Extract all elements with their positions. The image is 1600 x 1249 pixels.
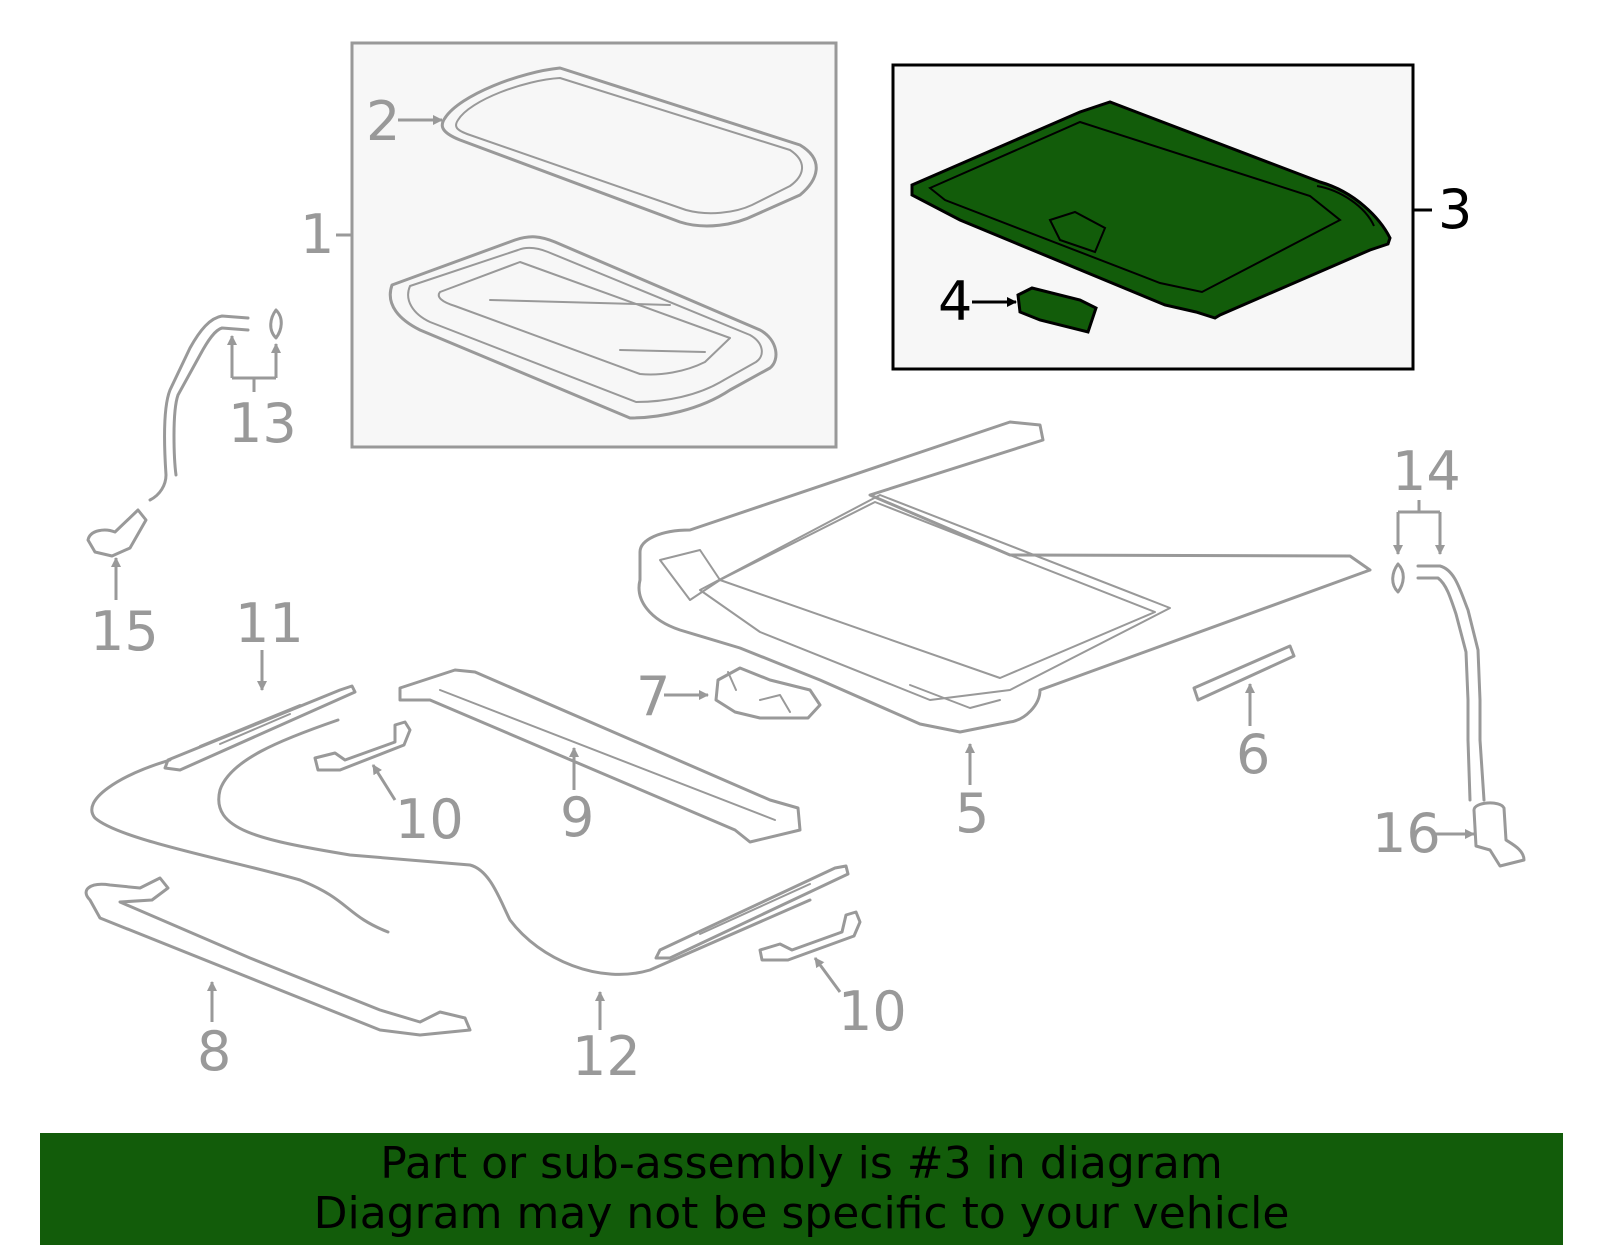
front-rail-part	[398, 668, 802, 844]
callout-1: 1	[300, 203, 334, 266]
banner-line-2: Diagram may not be specific to your vehi…	[313, 1188, 1290, 1239]
callout-4: 4	[938, 270, 972, 333]
callout-16: 16	[1372, 802, 1441, 865]
drive-cable-part	[90, 718, 812, 976]
deflector-part	[84, 876, 472, 1037]
banner-line-1: Part or sub-assembly is #3 in diagram	[380, 1138, 1223, 1189]
callout-7: 7	[636, 665, 670, 728]
callout-8: 8	[197, 1020, 231, 1083]
sunroof-frame-part	[637, 420, 1372, 734]
callout-11: 11	[235, 592, 304, 655]
parts-diagram: 1 2 3 4 5 6 7 9	[84, 41, 1526, 1088]
glass-assembly-box	[350, 41, 838, 449]
callout-2: 2	[366, 90, 400, 153]
callout-10-upper: 10	[395, 788, 464, 851]
sunshade-handle-part	[1016, 286, 1098, 334]
callout-6: 6	[1236, 723, 1270, 786]
drain-hose-right-part	[1391, 562, 1526, 868]
motor-part	[714, 666, 822, 720]
callout-13: 13	[228, 392, 297, 455]
callout-5: 5	[955, 782, 989, 845]
glass-panel-part	[388, 235, 778, 420]
guide-rail-left-part	[163, 684, 357, 772]
slider-lower-part	[758, 910, 862, 962]
sunshade-part-highlighted	[910, 100, 1392, 320]
drain-hose-left-part	[86, 308, 283, 558]
callout-10-lower: 10	[838, 980, 907, 1043]
glass-seal-part	[440, 66, 818, 228]
guide-rail-right-part	[654, 864, 850, 960]
notice-banner: Part or sub-assembly is #3 in diagram Di…	[40, 1133, 1563, 1245]
callout-14: 14	[1392, 440, 1461, 503]
weatherstrip-part	[1192, 644, 1296, 702]
callout-3: 3	[1438, 178, 1472, 241]
callout-12: 12	[572, 1025, 641, 1088]
slider-upper-part	[313, 720, 412, 772]
callout-9: 9	[560, 786, 594, 849]
callout-15: 15	[90, 600, 159, 663]
